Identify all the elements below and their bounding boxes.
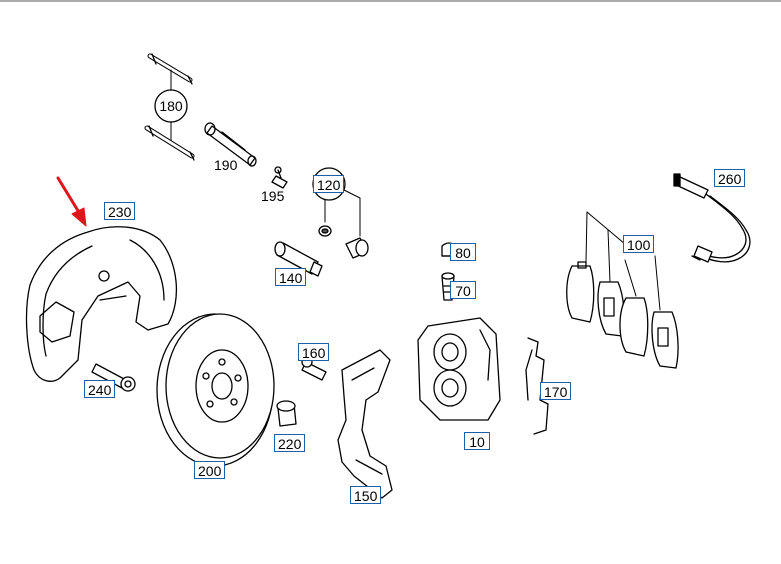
callout-160[interactable]: 160 [298,343,330,361]
brake-pad-inner-b [651,311,679,369]
callout-80[interactable]: 80 [450,243,476,261]
callout-190[interactable]: 190 [214,157,238,173]
retaining-spring [525,337,549,435]
callout-240[interactable]: 240 [84,380,116,398]
splash-shield [25,226,178,382]
callout-70[interactable]: 70 [450,281,476,299]
callout-150[interactable]: 150 [350,486,382,504]
guide-sleeve [204,122,257,167]
pointer-arrow [56,176,87,227]
cap-small [318,225,332,237]
callout-100[interactable]: 100 [623,235,655,253]
callout-10[interactable]: 10 [464,432,490,450]
callout-220[interactable]: 220 [274,434,306,452]
cap-large [345,237,369,259]
callout-260[interactable]: 260 [714,169,746,187]
callout-200[interactable]: 200 [194,461,226,479]
callout-230[interactable]: 230 [104,202,136,220]
piston [274,241,323,277]
callout-140[interactable]: 140 [275,268,307,286]
brake-caliper [417,317,501,421]
shield-bolt [91,363,136,392]
guide-pin-lower [144,125,195,161]
callout-120[interactable]: 120 [313,175,345,193]
brake-disc [156,313,275,467]
callout-195[interactable]: 195 [261,188,285,204]
callout-circle-180 [154,89,188,123]
guide-pin-upper [147,53,193,85]
bleed-bolt [271,166,288,189]
callout-170[interactable]: 170 [540,382,572,400]
wear-sensor [673,173,751,263]
brake-pad-outer-b [619,297,649,357]
caliper-bracket [337,349,393,499]
disc-screw [276,400,297,427]
callout-180[interactable]: 180 [159,98,183,114]
brake-pad-outer-a [566,261,595,323]
